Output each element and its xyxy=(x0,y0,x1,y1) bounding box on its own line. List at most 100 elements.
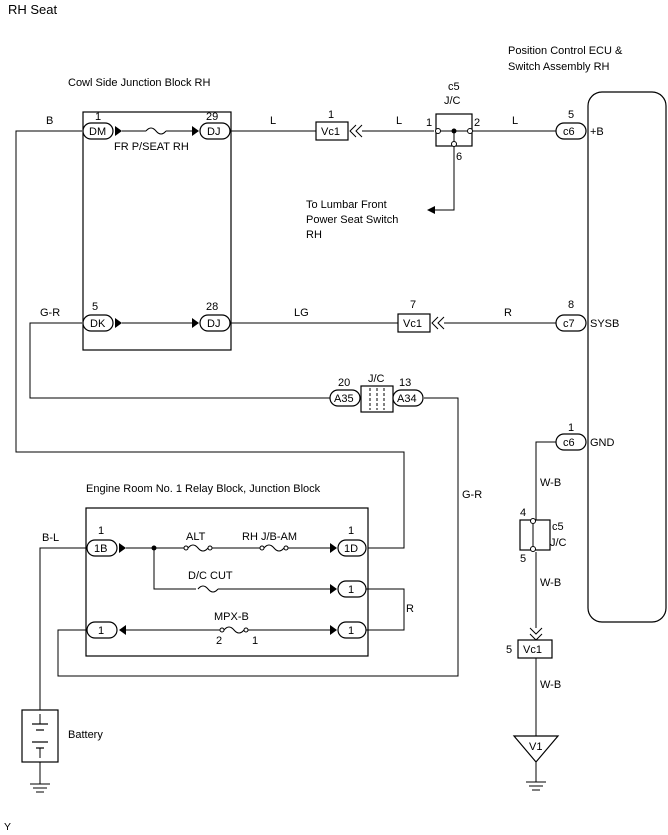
wire-label-r-engine: R xyxy=(406,603,414,615)
jc-c5-lower xyxy=(519,519,551,551)
jc-c5-lower-label: J/C xyxy=(550,537,567,549)
pin-dj-28: 28 xyxy=(206,301,218,313)
wire-label-gr-left: G-R xyxy=(40,307,60,319)
connector-vc1-top-label: Vc1 xyxy=(321,126,340,138)
connector-c6-plusb-label: c6 xyxy=(563,126,575,138)
pin-1d-1: 1 xyxy=(348,525,354,537)
connector-mpx-right-label: 1 xyxy=(348,625,354,637)
lumbar-line2: Power Seat Switch xyxy=(306,214,398,226)
ecu-label-line1: Position Control ECU & xyxy=(508,45,623,57)
pin-1b-1: 1 xyxy=(98,525,104,537)
connector-a34-label: A34 xyxy=(397,393,417,405)
jc-label-top: J/C xyxy=(444,95,461,107)
fuse-mpxb-label: MPX-B xyxy=(214,611,249,623)
footer-mark: Y xyxy=(4,821,11,833)
connector-vc1-top xyxy=(315,121,349,141)
fuse-fr-seat-label: FR P/SEAT RH xyxy=(114,141,189,153)
engine-relay-block xyxy=(85,507,369,657)
connector-dm xyxy=(82,122,114,140)
wire-label-gr-right: G-R xyxy=(462,489,482,501)
connector-1b xyxy=(86,539,118,557)
battery-circuit: B-L xyxy=(21,532,86,793)
terminal-gnd: GND xyxy=(590,437,615,449)
connector-dj-mid xyxy=(199,314,231,332)
wire-label-l-1: L xyxy=(270,115,276,127)
ecu-box xyxy=(587,91,667,623)
fuse-alt-label: ALT xyxy=(186,531,206,543)
pin-dj-29: 29 xyxy=(206,111,218,123)
pin-mpx-1: 1 xyxy=(252,635,258,647)
connector-vc1-mid-label: Vc1 xyxy=(403,318,422,330)
connector-a34 xyxy=(392,389,424,407)
jc-c5-lower-name: c5 xyxy=(552,521,564,533)
pin-a35-20: 20 xyxy=(338,377,350,389)
row-plus-b: B DM 1 FR P/SEAT RH DJ 29 L Vc1 1 L c5 J… xyxy=(15,81,604,549)
connector-c6-gnd-label: c6 xyxy=(563,437,575,449)
pin-jc-1: 1 xyxy=(426,117,432,129)
ground-circuit: 1 c6 GND W-B 4 5 c5 J/C W-B Vc1 5 W-B V1 xyxy=(506,422,615,791)
connector-mpx-left xyxy=(86,621,118,639)
wire-label-l-2: L xyxy=(396,115,402,127)
fuse-dccut-label: D/C CUT xyxy=(188,570,233,582)
connector-vc1-mid xyxy=(397,313,431,333)
lumbar-line3: RH xyxy=(306,229,322,241)
connector-c7-label: c7 xyxy=(563,318,575,330)
connector-mpx-left-label: 1 xyxy=(98,625,104,637)
connector-vc1-lower xyxy=(517,639,553,659)
battery-label: Battery xyxy=(68,729,103,741)
wire-label-wb-2: W-B xyxy=(540,577,561,589)
lumbar-line1: To Lumbar Front xyxy=(306,199,387,211)
pin-c7-8: 8 xyxy=(568,299,574,311)
jc-a35-a34: A35 20 J/C A34 13 G-R xyxy=(57,373,482,677)
pin-dm-1: 1 xyxy=(95,111,101,123)
connector-dk-label: DK xyxy=(90,318,106,330)
connector-dj-top-label: DJ xyxy=(207,126,220,138)
cowl-junction-block xyxy=(82,111,232,351)
pin-jc-6: 6 xyxy=(456,151,462,163)
pin-jc-2: 2 xyxy=(474,117,480,129)
connector-1d-label: 1D xyxy=(344,543,358,555)
connector-dj-mid-label: DJ xyxy=(207,318,220,330)
connector-dm-label: DM xyxy=(89,126,106,138)
row-sysb: G-R DK 5 DJ 28 LG Vc1 7 R 8 c7 SYSB xyxy=(29,299,619,399)
wire-label-l-3: L xyxy=(512,115,518,127)
connector-c7 xyxy=(555,314,587,332)
wire-label-wb-1: W-B xyxy=(540,477,561,489)
connector-dk xyxy=(82,314,114,332)
connector-c6-plusb xyxy=(555,122,587,140)
connector-a35-label: A35 xyxy=(334,393,354,405)
connector-a35 xyxy=(329,389,361,407)
terminal-sysb: SYSB xyxy=(590,318,619,330)
connector-1b-label: 1B xyxy=(94,543,107,555)
wire-label-lg: LG xyxy=(294,307,309,319)
pin-c6-gnd-1: 1 xyxy=(568,422,574,434)
connector-1d xyxy=(337,539,367,557)
wire-label-r-mid: R xyxy=(504,307,512,319)
jc-c5-top: c5 xyxy=(448,81,460,93)
diagram-title: RH Seat xyxy=(8,2,58,17)
ground-point-v1-label: V1 xyxy=(529,741,542,753)
fuse-rhjb-label: RH J/B-AM xyxy=(242,531,297,543)
pin-vc1-1: 1 xyxy=(328,109,334,121)
pin-dk-5: 5 xyxy=(92,301,98,313)
engine-block-internals: 1B 1 ALT RH J/B-AM 1D 1 D/C CUT 1 1 xyxy=(86,525,414,647)
pin-jc-lower-4: 4 xyxy=(520,507,526,519)
pin-a34-13: 13 xyxy=(399,377,411,389)
pin-mpx-2: 2 xyxy=(216,635,222,647)
terminal-plus-b: +B xyxy=(590,126,604,138)
jc-mid-label: J/C xyxy=(368,373,385,385)
connector-dj-top xyxy=(199,122,231,140)
pin-vc1-lower-5: 5 xyxy=(506,644,512,656)
pin-vc1-7: 7 xyxy=(410,299,416,311)
ground-point-v1 xyxy=(512,735,560,763)
pin-jc-lower-5: 5 xyxy=(520,553,526,565)
cowl-block-label: Cowl Side Junction Block RH xyxy=(68,77,211,89)
connector-vc1-lower-label: Vc1 xyxy=(523,644,542,656)
engine-block-label: Engine Room No. 1 Relay Block, Junction … xyxy=(86,483,321,495)
ecu-label-line2: Switch Assembly RH xyxy=(508,61,610,73)
wire-label-wb-3: W-B xyxy=(540,679,561,691)
connector-dccut-out-label: 1 xyxy=(348,584,354,596)
wire-label-b: B xyxy=(46,115,53,127)
pin-c6-5: 5 xyxy=(568,109,574,121)
